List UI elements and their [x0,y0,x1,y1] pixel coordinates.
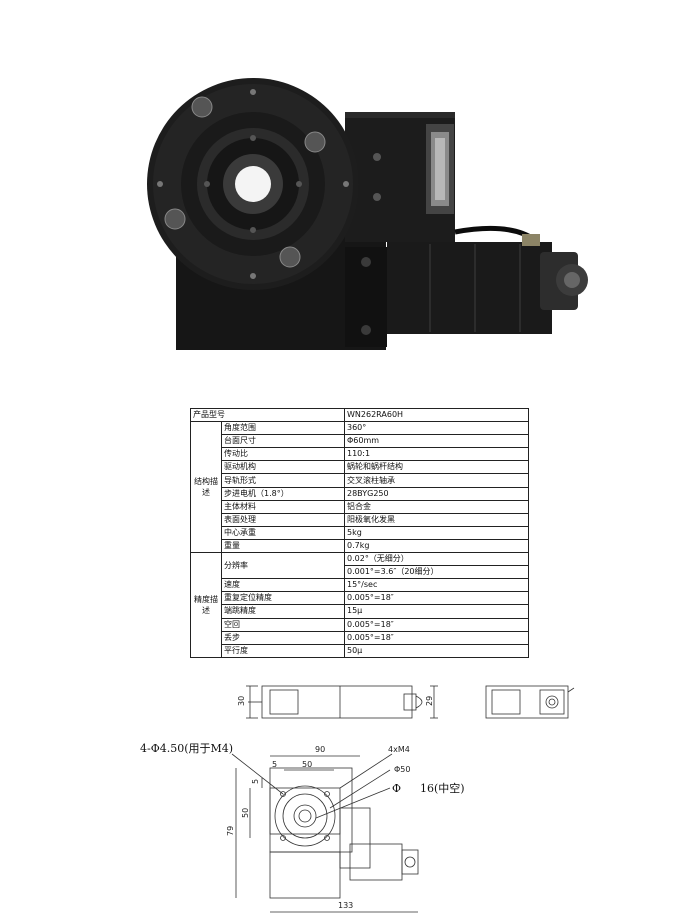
row-label: 平行度 [221,643,345,659]
stepper-motor [387,242,552,334]
row-label: 主体材料 [221,499,345,514]
row-value: Φ60mm [344,434,529,449]
table-row: 空回 0.005°=18″ [191,617,529,632]
row-label: 分辨率 [221,552,345,580]
dim-height-right: 29 [425,696,434,706]
row-label: 传动比 [221,447,345,462]
table-row: 端跳精度 15μ [191,604,529,619]
dim-height-left: 30 [237,696,246,706]
table-row: 产品型号 WN262RA60H [190,407,529,423]
row-value: 铝合金 [344,499,529,514]
group-label-structure: 结构描述 [190,421,222,554]
dim-width-50: 50 [302,760,312,769]
row-label: 导轨形式 [221,473,345,488]
row-label: 驱动机构 [221,460,345,475]
group-label-precision: 精度描述 [190,552,222,658]
row-value: 15°/sec [344,578,529,593]
spec-table: 产品型号 WN262RA60H 结构描述 角度范围 360° 台面尺寸 Φ60m… [190,407,529,659]
rotary-stage-photo [147,78,588,350]
row-label: 台面尺寸 [221,434,345,449]
row-value: 110:1 [344,447,529,462]
row-value: 0.005°=18″ [344,617,529,632]
table-row: 平行度 50μ [191,643,529,659]
table-row: 表面处理 阳极氧化发黑 [191,512,529,527]
row-value: 0.7kg [344,538,529,554]
dia-16-symbol: Φ [392,782,401,795]
row-label: 表面处理 [221,512,345,527]
row-label: 端跳精度 [221,604,345,619]
model-label: 产品型号 [190,407,345,423]
dim-width-133: 133 [338,901,353,910]
dim-height-79: 79 [226,826,235,836]
table-row: 步进电机（1.8°） 28BYG250 [191,486,529,501]
dim-offset-5-top: 5 [272,760,277,769]
table-row: 速度 15°/sec [191,578,529,593]
center-hole [235,166,271,202]
row-label: 重量 [221,538,345,554]
row-value: 28BYG250 [344,486,529,501]
model-value: WN262RA60H [344,407,529,423]
table-row: 主体材料 铝合金 [191,499,529,514]
top-view-drawing [231,753,419,913]
table-row: 重量 0.7kg [191,538,529,554]
row-value: 0.005°=18″ [344,591,529,606]
dim-width-90: 90 [315,745,325,754]
row-value: 360° [344,421,529,436]
table-row: 结构描述 角度范围 360° [190,421,529,554]
table-row: 台面尺寸 Φ60mm [191,434,529,449]
row-label: 重复定位精度 [221,591,345,606]
table-row: 驱动机构 蜗轮和蜗杆结构 [191,460,529,475]
row-label: 角度范围 [221,421,345,436]
row-label: 步进电机（1.8°） [221,486,345,501]
table-row: 精度描述 分辨率 0.02°（无细分） [190,552,529,658]
row-value: 15μ [344,604,529,619]
table-row: 重复定位精度 0.005°=18″ [191,591,529,606]
table-row: 中心承重 5kg [191,525,529,540]
row-label: 中心承重 [221,525,345,540]
row-value: 50μ [344,643,529,659]
hole-note: 4-Φ4.50(用于M4) [140,742,233,755]
row-value: 0.02°（无细分） [344,552,529,567]
dim-offset-5-left: 5 [251,779,260,784]
table-row: 导轨形式 交叉滚柱轴承 [191,473,529,488]
row-label: 丢步 [221,630,345,645]
dia-50-note: Φ50 [394,765,410,774]
table-row: 传动比 110:1 [191,447,529,462]
row-value: 蜗轮和蜗杆结构 [344,460,529,475]
row-label: 速度 [221,578,345,593]
end-view-drawing [485,685,575,719]
row-value: 5kg [344,525,529,540]
table-row: 丢步 0.005°=18″ [191,630,529,645]
row-label: 空回 [221,617,345,632]
side-view-drawing [246,685,438,719]
row-value: 0.005°=18″ [344,630,529,645]
row-value: 阳极氧化发黑 [344,512,529,527]
row-value: 0.001°=3.6″（20细分） [344,565,529,580]
row-value: 交叉滚柱轴承 [344,473,529,488]
dim-height-50: 50 [241,808,250,818]
thread-note: 4xM4 [388,745,410,754]
technical-drawings: 30 29 90 50 5 5 50 79 133 4-Φ4.50(用于M4) … [140,685,575,913]
dia-16-note: 16(中空) [420,781,465,795]
